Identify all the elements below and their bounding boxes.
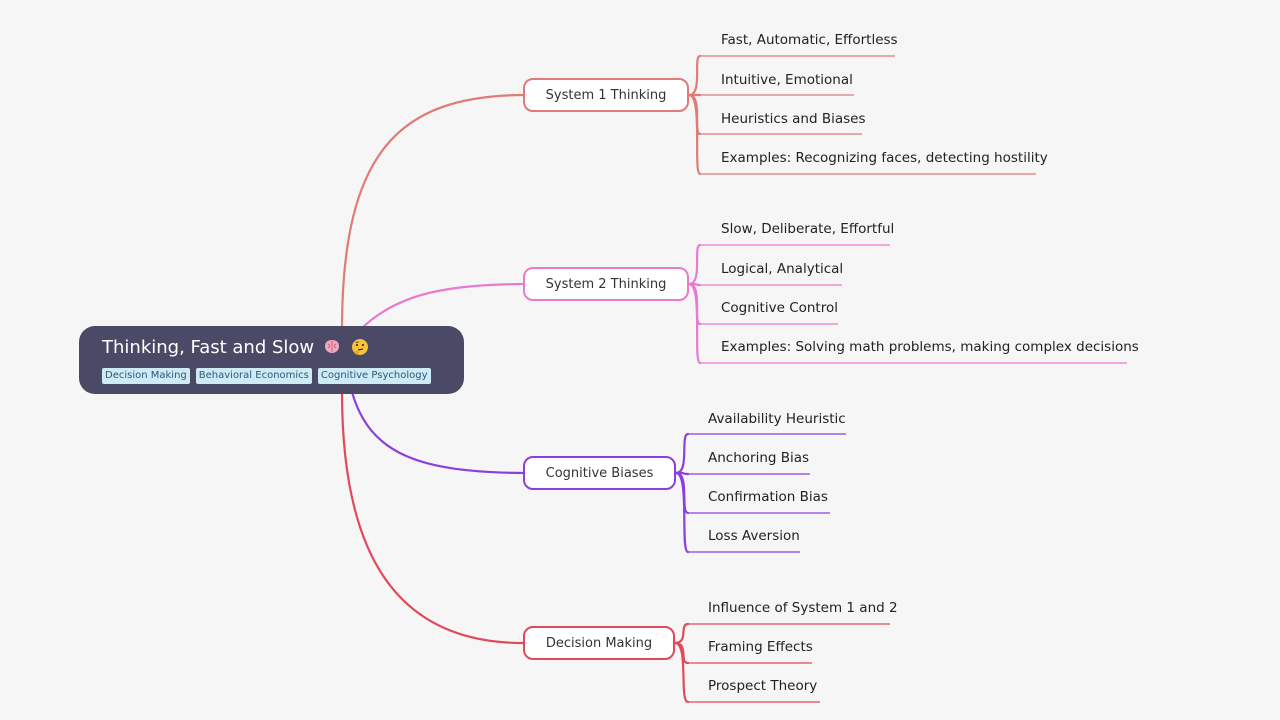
connector-root-system2 xyxy=(360,282,525,330)
leaf-biases-4[interactable]: Loss Aversion xyxy=(708,528,800,544)
branch-system-2-thinking[interactable]: System 2 Thinking xyxy=(523,267,689,301)
branch-decision-making[interactable]: Decision Making xyxy=(523,626,675,660)
connector-root-system1 xyxy=(340,93,525,332)
connector-branch1-leaf3 xyxy=(687,282,702,365)
leaf-biases-1[interactable]: Availability Heuristic xyxy=(708,411,846,427)
leaf-system2-3[interactable]: Cognitive Control xyxy=(721,300,838,316)
leaf-biases-3[interactable]: Confirmation Bias xyxy=(708,489,828,505)
root-title-row: Thinking, Fast and Slow xyxy=(102,336,464,360)
tag-behavioral-economics[interactable]: Behavioral Economics xyxy=(195,368,312,384)
thinking-face-icon xyxy=(351,339,368,355)
branch-system-1-thinking[interactable]: System 1 Thinking xyxy=(523,78,689,112)
connector-branch1-leaf0 xyxy=(687,243,702,286)
root-topic[interactable]: Thinking, Fast and Slow Decision Making … xyxy=(79,326,464,394)
leaf-decision-1[interactable]: Influence of System 1 and 2 xyxy=(708,600,898,616)
connector-root-biases xyxy=(350,390,525,475)
tag-decision-making[interactable]: Decision Making xyxy=(102,368,190,384)
root-title: Thinking, Fast and Slow xyxy=(102,337,315,358)
leaf-system1-2[interactable]: Intuitive, Emotional xyxy=(721,72,853,88)
leaf-system2-2[interactable]: Logical, Analytical xyxy=(721,261,844,277)
leaf-biases-2[interactable]: Anchoring Bias xyxy=(708,450,810,466)
connector-branch0-leaf3 xyxy=(687,93,702,176)
connector-branch2-leaf0 xyxy=(674,432,690,475)
connector-root-decision xyxy=(340,390,525,645)
leaf-system2-1[interactable]: Slow, Deliberate, Effortful xyxy=(721,221,895,237)
leaf-system1-4[interactable]: Examples: Recognizing faces, detecting h… xyxy=(721,150,1048,166)
leaf-decision-2[interactable]: Framing Effects xyxy=(708,639,813,655)
leaf-system1-1[interactable]: Fast, Automatic, Effortless xyxy=(721,32,898,48)
leaf-system2-4[interactable]: Examples: Solving math problems, making … xyxy=(721,339,1139,355)
brain-icon xyxy=(324,340,339,353)
leaf-decision-3[interactable]: Prospect Theory xyxy=(708,678,818,694)
leaf-system1-3[interactable]: Heuristics and Biases xyxy=(721,111,866,127)
connector-branch3-leaf2 xyxy=(673,641,690,704)
branch-cognitive-biases[interactable]: Cognitive Biases xyxy=(523,456,676,490)
connector-branch3-leaf0 xyxy=(673,622,690,645)
tag-cognitive-psychology[interactable]: Cognitive Psychology xyxy=(317,368,431,384)
connector-branch0-leaf0 xyxy=(687,54,702,97)
root-tags: Decision Making Behavioral Economics Cog… xyxy=(102,368,464,384)
connector-branch2-leaf3 xyxy=(674,471,690,554)
